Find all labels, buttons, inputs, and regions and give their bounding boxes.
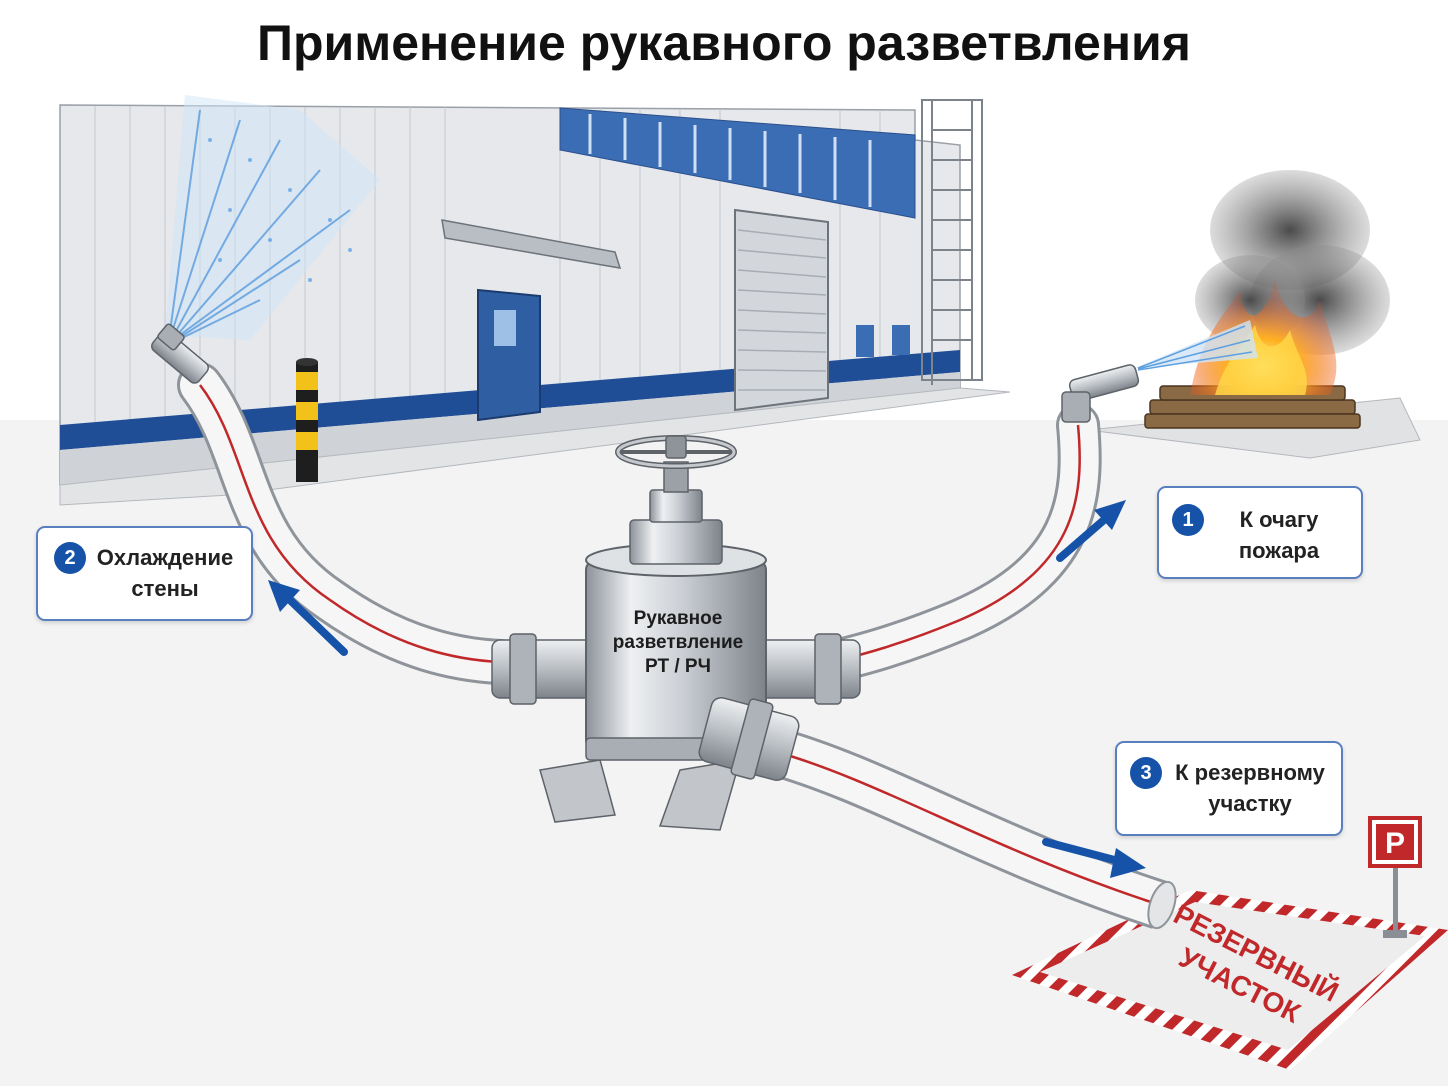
- callout-number-badge: 2: [54, 542, 86, 574]
- callout-wall-cooling: 2 Охлаждение стены: [36, 526, 253, 621]
- callout-to-reserve: 3 К резервному участку: [1115, 741, 1343, 836]
- arrow-to-wall: [268, 580, 348, 656]
- callout-line2: пожара: [1238, 538, 1320, 563]
- hose-right: [818, 403, 1102, 682]
- arrow-to-reserve: [1042, 838, 1146, 878]
- callout-text: К резервному участку: [1165, 757, 1335, 819]
- warehouse-building: [59, 99, 1011, 506]
- callout-line1: К резервному: [1175, 760, 1325, 785]
- callout-number-badge: 3: [1130, 757, 1162, 789]
- callout-line1: К очагу: [1239, 507, 1319, 532]
- water-spray-fire: [1135, 320, 1258, 371]
- branch-label-line2: разветвление: [612, 632, 744, 653]
- parking-sign-letter: P: [1385, 827, 1405, 860]
- bollard: [296, 358, 318, 482]
- hose-left: [177, 362, 523, 685]
- branch-label-line3: РТ / РЧ: [645, 656, 711, 677]
- callout-line1: Охлаждение: [96, 545, 234, 570]
- callout-line2: участку: [1208, 791, 1292, 816]
- callout-number-badge: 1: [1172, 504, 1204, 536]
- callout-text: К очагу пожара: [1209, 504, 1349, 566]
- hose-branch-device: [491, 435, 861, 831]
- page-title: Применение рукавного разветвления: [257, 15, 1191, 71]
- nozzle-fire: [1061, 364, 1140, 423]
- callout-to-fire: 1 К очагу пожара: [1157, 486, 1363, 579]
- fire-source: [1087, 170, 1421, 459]
- nozzle-wall: [151, 323, 209, 384]
- callout-text: Охлаждение стены: [90, 542, 240, 604]
- water-spray-wall: [165, 95, 380, 340]
- arrow-to-fire: [1056, 500, 1126, 562]
- hose-bottom: [763, 725, 1177, 930]
- branch-device-label: Рукавное разветвление РТ / РЧ: [598, 607, 758, 679]
- branch-label-line1: Рукавное: [633, 608, 723, 629]
- callout-line2: стены: [131, 576, 199, 601]
- reserve-zone: [1012, 890, 1448, 1070]
- parking-sign: [1368, 816, 1422, 938]
